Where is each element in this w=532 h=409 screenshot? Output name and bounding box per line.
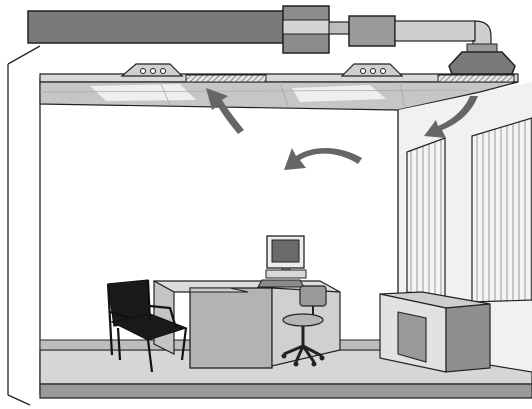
computer — [258, 236, 306, 287]
monitor-screen — [272, 240, 299, 262]
vav-box — [349, 16, 395, 46]
left-wall — [8, 46, 40, 409]
window — [472, 118, 532, 302]
side-table — [380, 292, 490, 372]
computer-case — [266, 270, 306, 278]
supply-grille — [438, 75, 514, 82]
flex-duct — [395, 21, 475, 41]
light-fixture — [342, 64, 402, 76]
ceiling-diffuser — [449, 52, 515, 74]
window — [407, 138, 445, 298]
airflow-arrow-icon — [284, 148, 362, 170]
return-grille — [186, 75, 266, 82]
chair-back — [300, 286, 326, 306]
duct-connector — [329, 22, 349, 34]
light-fixture — [122, 64, 182, 76]
keyboard — [258, 280, 304, 287]
main-duct — [28, 11, 283, 43]
desk-front-panel — [190, 288, 272, 368]
chair-seat — [283, 314, 323, 326]
ductwork — [28, 6, 515, 74]
table-opening — [398, 312, 426, 362]
